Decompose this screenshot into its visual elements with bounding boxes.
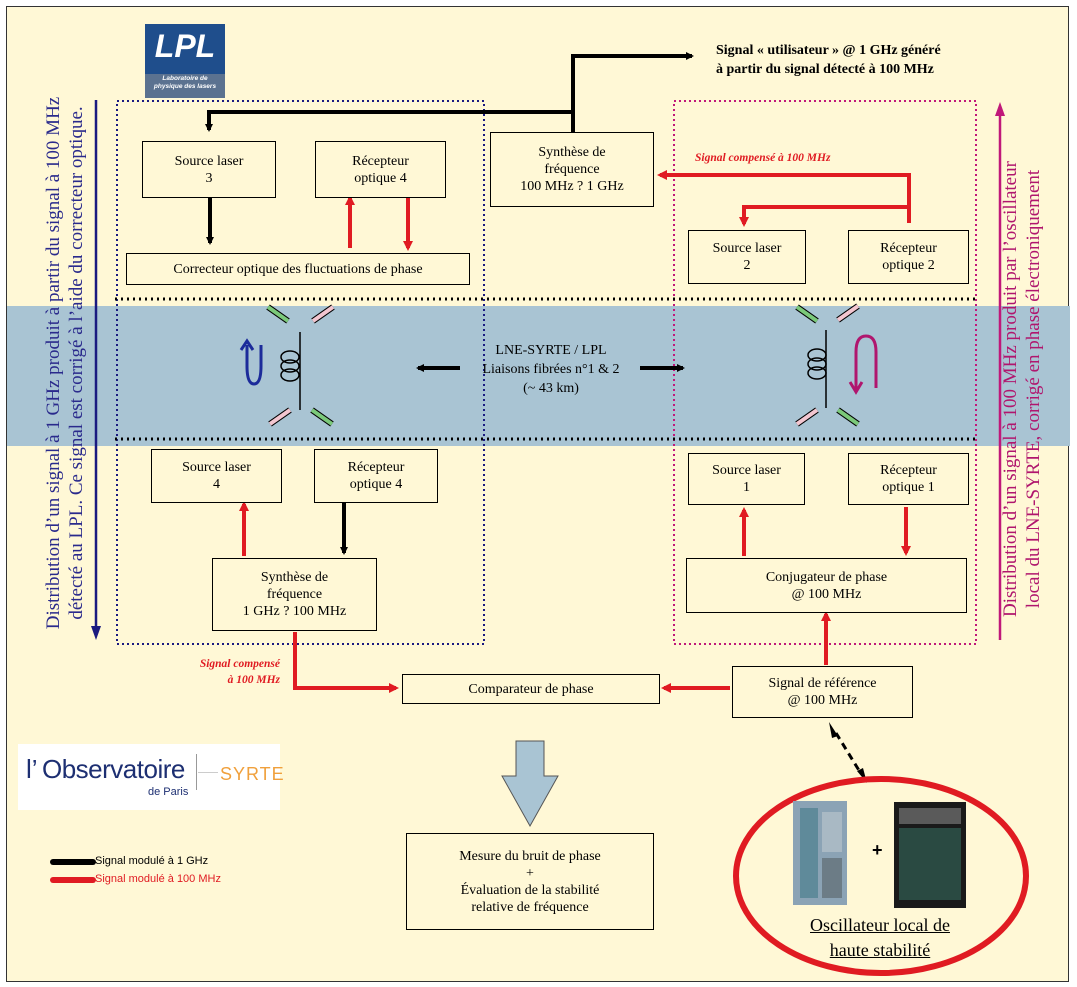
compensated-signal-bottom-arrow — [293, 632, 399, 693]
left-fiber-coupler — [239, 304, 335, 427]
compensated-signal-top-label: Signal compensé à 100 MHz — [695, 152, 831, 164]
legend-swatch-1ghz — [50, 859, 96, 865]
conjugateur-phase-box: Conjugateur de phase @ 100 MHz — [686, 558, 967, 613]
left-vertical-caption: Distribution d’un signal à 1 GHz produit… — [43, 96, 87, 630]
recepteur-optique-2-box: Récepteur optique 2 — [848, 230, 969, 284]
lpl-logo: LPL Laboratoire de physique des lasers — [145, 24, 225, 98]
fiber-link-label: LNE-SYRTE / LPL Liaisons fibrées n°1 & 2… — [482, 343, 620, 396]
fiber-link-band — [7, 306, 1070, 446]
source-laser-1-box: Source laser 1 — [688, 453, 805, 505]
oscillator-cabinet-image — [894, 802, 966, 908]
result-down-arrow — [501, 740, 559, 828]
right-vertical-caption: Distribution d’un signal à 100 MHz produ… — [1000, 161, 1044, 617]
legend-label-1ghz: Signal modulé à 1 GHz — [95, 855, 209, 867]
recepteur-optique-1-box: Récepteur optique 1 — [848, 453, 969, 505]
user-signal-arrow — [571, 52, 694, 132]
legend-label-100mhz: Signal modulé à 100 MHz — [95, 873, 221, 885]
correcteur-optique-box: Correcteur optique des fluctuations de p… — [126, 253, 470, 285]
compensated-signal-bottom-label: Signal compensé à 100 MHz — [199, 658, 280, 686]
oscillator-label: Oscillateur local de haute stabilité — [810, 915, 950, 960]
signal-reference-box: Signal de référence @ 100 MHz — [732, 666, 913, 718]
oscillator-highlight — [733, 776, 1029, 976]
to-source-laser-3-arrow — [205, 110, 573, 132]
observatoire-syrte-logo: l’ Observatoire de Paris SYRTE — [18, 744, 284, 810]
synthese-frequence-top-box: Synthèse de fréquence 100 MHz ? 1 GHz — [490, 132, 654, 207]
source-laser-3-box: Source laser 3 — [142, 141, 276, 198]
legend-swatch-100mhz — [50, 877, 96, 883]
mesure-bruit-phase-box: Mesure du bruit de phase + Évaluation de… — [406, 833, 654, 930]
recepteur-optique-4-top-box: Récepteur optique 4 — [315, 141, 446, 198]
user-signal-label: Signal « utilisateur » @ 1 GHz généré à … — [716, 43, 941, 77]
recepteur-optique-4-bottom-box: Récepteur optique 4 — [314, 449, 438, 503]
to-source-laser-2-arrow — [739, 205, 909, 227]
hydrogen-maser-image — [793, 801, 847, 905]
reference-oscillator-link — [834, 732, 862, 773]
source-laser-4-box: Source laser 4 — [151, 449, 282, 503]
source-laser-2-box: Source laser 2 — [688, 230, 806, 284]
comparateur-phase-box: Comparateur de phase — [402, 674, 660, 704]
synthese-frequence-bottom-box: Synthèse de fréquence 1 GHz ? 100 MHz — [212, 558, 377, 631]
compensated-signal-top-arrow — [657, 170, 911, 223]
plus-sign: + — [872, 840, 883, 860]
right-fiber-coupler — [795, 303, 878, 427]
